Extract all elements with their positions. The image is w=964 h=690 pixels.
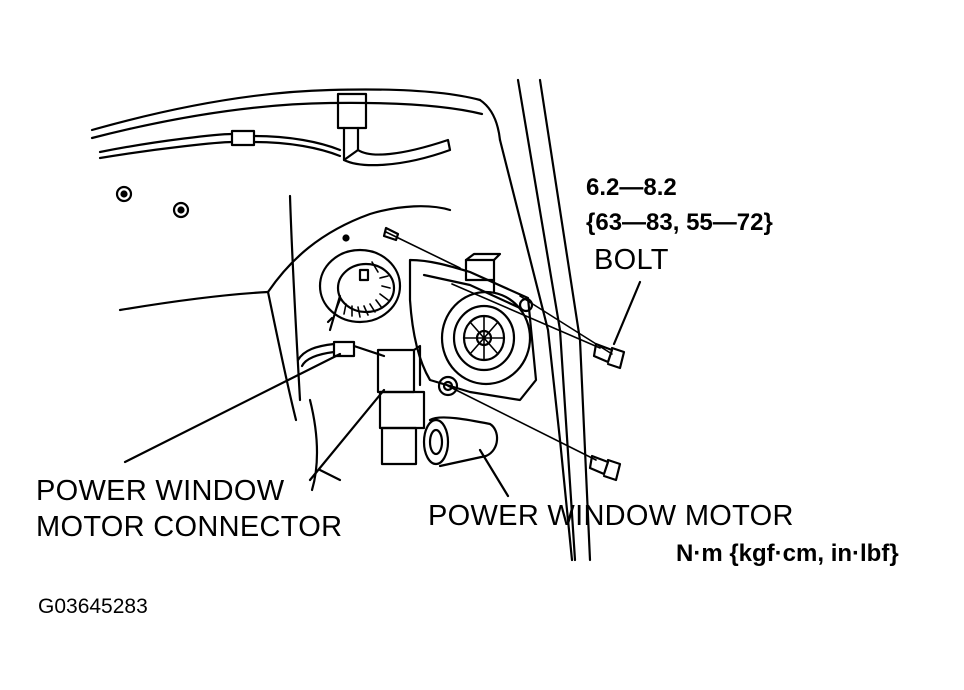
- bolt-label: BOLT: [594, 244, 669, 276]
- motor-leader: [478, 448, 510, 498]
- upper-rod-stub: [382, 226, 400, 242]
- connector-label-line1: POWER WINDOW: [36, 475, 285, 507]
- panel-fasteners: [115, 185, 350, 242]
- motor-label: POWER WINDOW MOTOR: [428, 500, 794, 532]
- wire-harness: [98, 92, 452, 167]
- bolt-leader: [612, 280, 642, 346]
- connector-label-line2: MOTOR CONNECTOR: [36, 511, 343, 543]
- speaker-grille: [318, 248, 402, 324]
- door-inner-panel: [118, 194, 452, 492]
- connector-leader-2: [308, 388, 386, 482]
- connector-leader: [123, 352, 342, 464]
- regulator-bracket: [376, 252, 538, 466]
- bolt-lower: [447, 385, 622, 482]
- torque-value-alt: {63—83, 55—72}: [586, 209, 773, 236]
- bolt-upper: [451, 283, 626, 370]
- upper-rod-line: [385, 231, 461, 269]
- motor-body: [422, 290, 534, 468]
- units-label: N·m {kgf·cm, in·lbf}: [676, 540, 899, 567]
- figure-id: G03645283: [38, 595, 148, 618]
- torque-value: 6.2—8.2: [586, 174, 677, 201]
